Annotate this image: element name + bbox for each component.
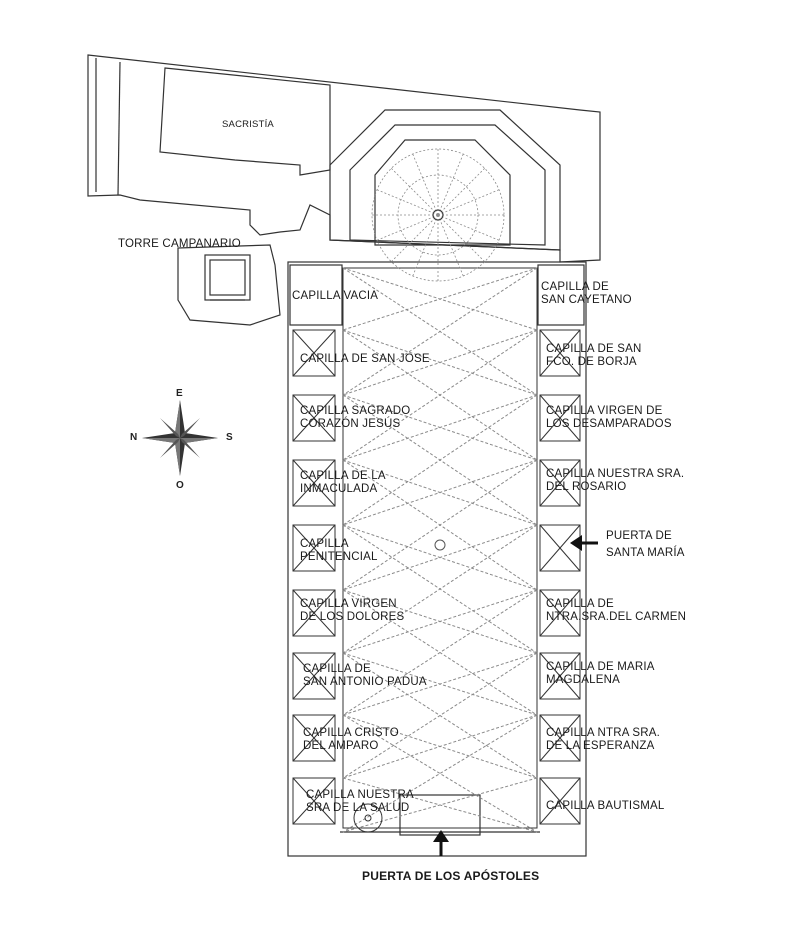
compass-rose-icon [142,400,218,476]
label-esperanza: CAPILLA NTRA SRA.DE LA ESPERANZA [546,727,660,752]
nave-outline [287,261,587,857]
label-san-jose: CAPILLA DE SAN JOSE [300,353,430,365]
chapel-square [292,329,336,377]
chapel-square [539,329,581,377]
chapel-square [539,714,581,762]
chapel-square [292,459,336,507]
chapel-square [292,714,336,762]
label-puerta-apostoles: PUERTA DE LOS APÓSTOLES [362,869,540,883]
apse-outer [329,109,561,251]
chapel-square [292,777,336,825]
bell-tower [177,244,281,326]
label-torre-campanario: TORRE CAMPANARIO [118,238,241,250]
chapel-square [292,524,336,572]
chapel-square [292,652,336,700]
compass-s: S [226,432,233,443]
chapel-square [539,652,581,700]
spiral-stair [353,803,383,833]
sacristy-room [159,67,331,176]
arrow-santa-maria-icon [570,535,598,551]
compass-n: N [130,432,138,443]
compass-e: E [176,388,183,399]
label-bautismal: CAPILLA BAUTISMAL [546,800,665,812]
compass-o: O [176,480,184,491]
chapel-square [539,459,581,507]
chapel-square [539,394,581,442]
chapel-square [292,589,336,637]
arrow-apostoles-icon [433,830,449,856]
label-sacristia: SACRISTÍA [222,119,274,130]
sacristy-outline [87,54,601,263]
chapel-square [539,777,581,825]
apse-mid [349,124,546,246]
apse-inner [374,139,511,246]
label-capilla-vacia: CAPILLA VACIA [292,290,379,302]
chapel-square [292,394,336,442]
chapel-square [539,589,581,637]
label-rosario: CAPILLA NUESTRA SRA.DEL ROSARIO [546,468,685,493]
